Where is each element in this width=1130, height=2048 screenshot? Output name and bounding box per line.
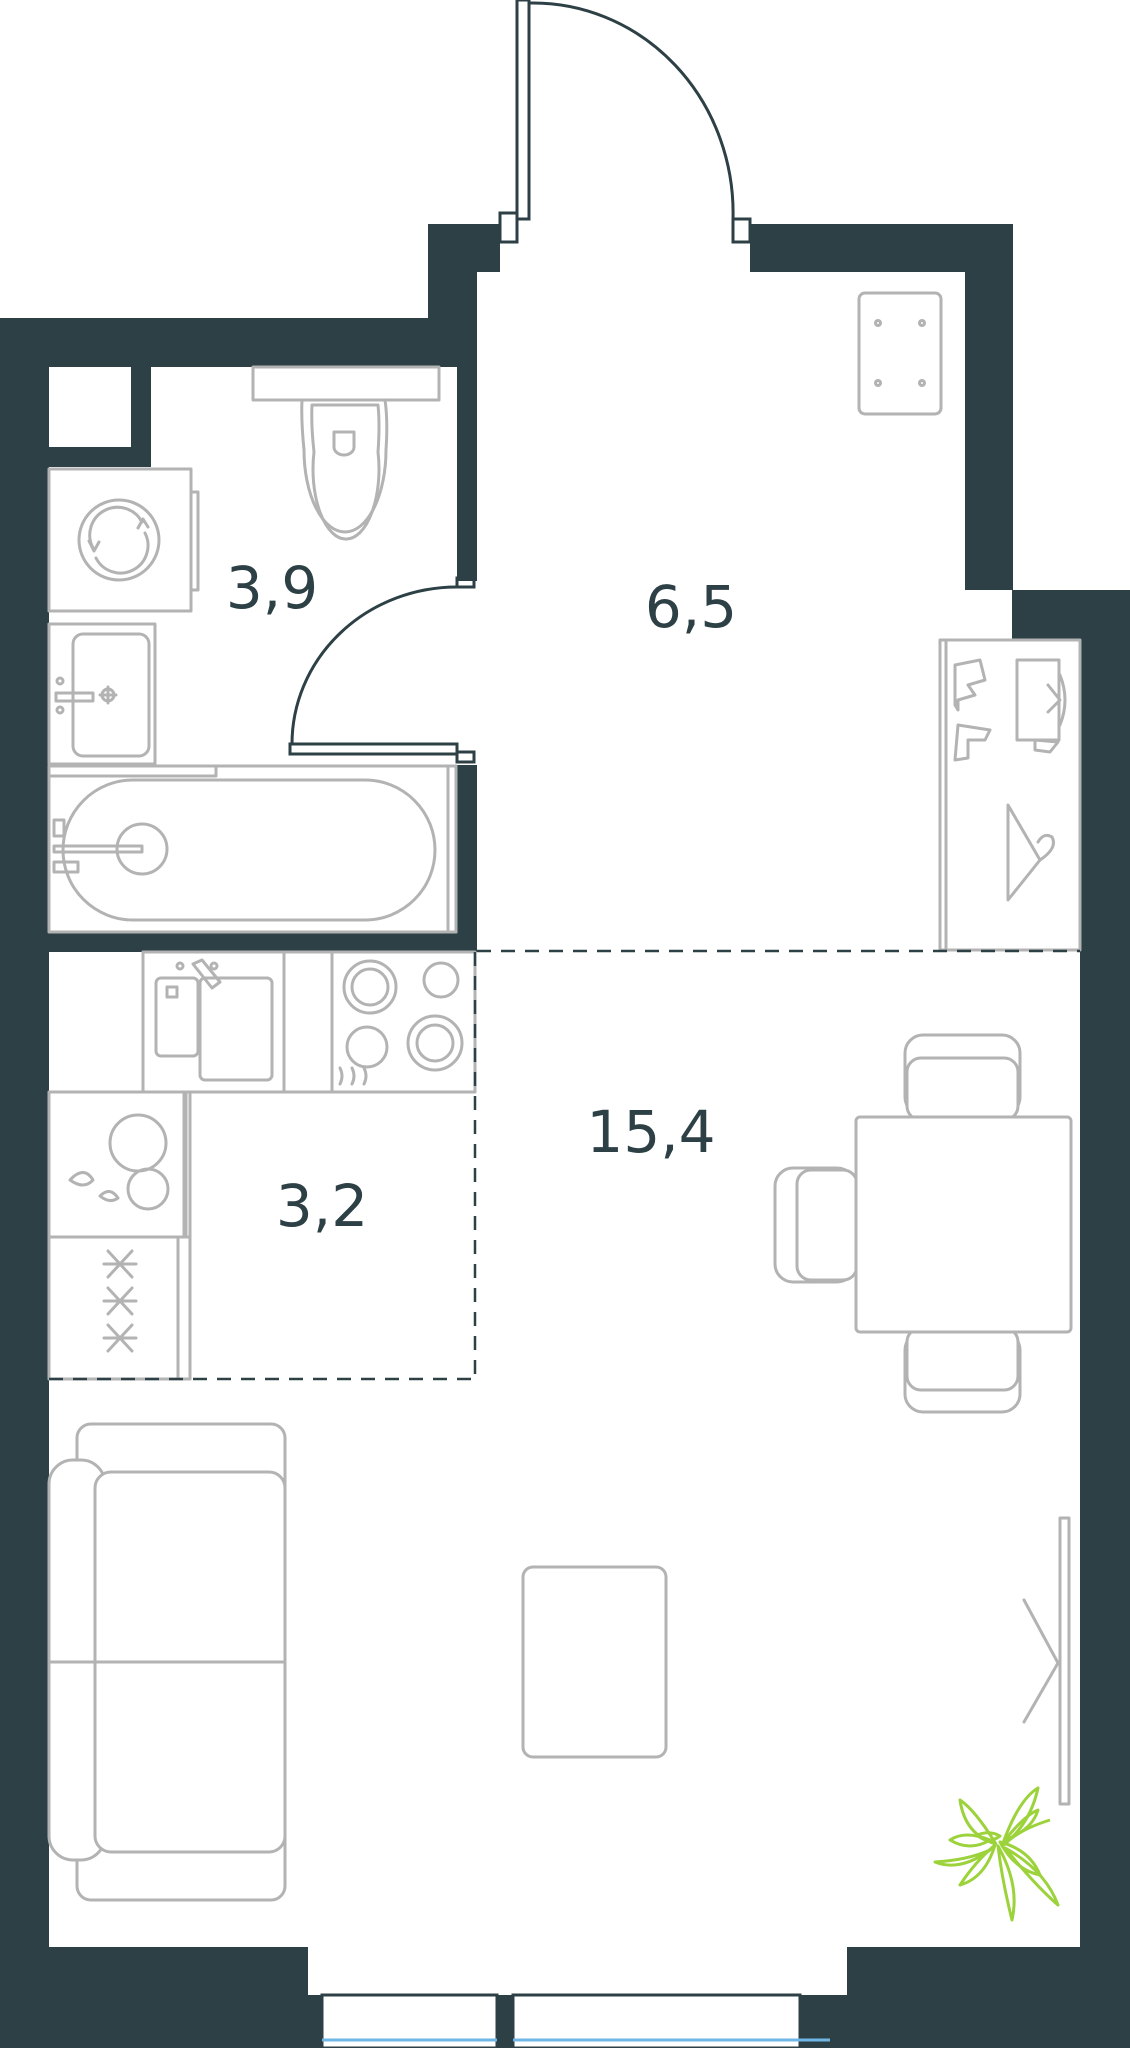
- dining-table-icon: [854, 1115, 1073, 1334]
- room-area-living: 15,4: [586, 1098, 715, 1166]
- bathroom-wall-lower: [457, 765, 477, 952]
- toilet-icon: [251, 365, 441, 541]
- entrance-door-icon[interactable]: [498, 0, 752, 244]
- window-frame-left: [308, 1995, 322, 2048]
- room-area-bathroom: 3,9: [226, 554, 318, 622]
- shaft-wall-bottom: [49, 447, 151, 467]
- dishwasher-icon: [47, 1090, 192, 1239]
- room-area-hallway: 6,5: [645, 573, 737, 641]
- shoe-rack-icon: [857, 291, 943, 416]
- kitchen-sink-icon: [141, 950, 286, 1094]
- window-frame-right: [800, 1995, 847, 2025]
- freezer-icon: [47, 1235, 192, 1381]
- sink-icon: [47, 622, 157, 766]
- window-frame-right-low: [830, 2025, 847, 2048]
- bathroom-wall-upper: [457, 367, 477, 581]
- bathtub-icon: [47, 764, 458, 934]
- zone-boundaries: [49, 949, 1080, 1381]
- washing-machine-icon: [47, 467, 200, 613]
- chair-icon-top: [903, 1033, 1022, 1122]
- shaft-wall-right: [131, 367, 151, 467]
- bathroom-door-icon[interactable]: [288, 576, 476, 764]
- tv-icon: [1022, 1516, 1071, 1806]
- plant-icon: [933, 1786, 1060, 1922]
- cooktop-icon: [282, 950, 477, 1094]
- sofa-icon: [47, 1422, 287, 1902]
- bathroom-wall-bottom: [49, 932, 477, 952]
- room-area-kitchen: 3,2: [276, 1172, 368, 1240]
- window-frame-mid: [497, 1995, 513, 2048]
- window-icon: [320, 1993, 830, 2048]
- wardrobe-icon: [938, 638, 1082, 952]
- chair-icon-bottom: [903, 1326, 1022, 1414]
- coffee-table-icon: [521, 1565, 668, 1759]
- chair-icon-left: [773, 1166, 859, 1284]
- walls: [0, 224, 1130, 2048]
